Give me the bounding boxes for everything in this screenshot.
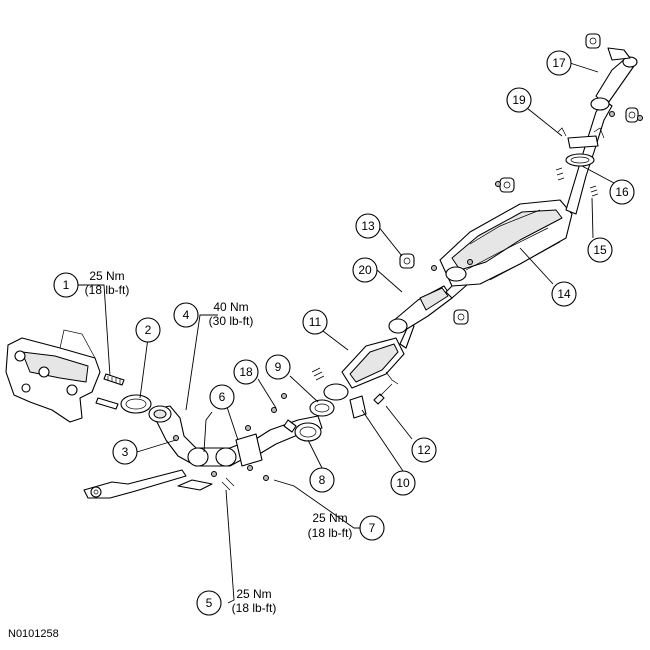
exhaust-manifold (5, 329, 101, 423)
callout-number: 10 (396, 476, 410, 490)
callout-number: 6 (219, 390, 226, 404)
callout-number: 3 (122, 445, 129, 459)
muffler (439, 199, 573, 287)
callout-number: 14 (557, 287, 571, 301)
callout-number: 15 (593, 243, 607, 257)
callout-number: 1 (63, 278, 70, 292)
callout-number: 8 (319, 473, 326, 487)
callout-2: 2 (135, 317, 161, 343)
fasteners (211, 111, 643, 491)
torque-spec-1: 25 Nm (18 lb-ft) (85, 269, 130, 297)
callout-number: 18 (239, 365, 253, 379)
figure-id: N0101258 (8, 628, 59, 640)
torque-lbft: (18 lb-ft) (85, 283, 130, 297)
callout-number: 12 (417, 443, 431, 457)
callout-15: 15 (587, 237, 613, 263)
catalytic-converter (323, 321, 415, 401)
torque-spec-7: 25 Nm (18 lb-ft) (308, 511, 353, 540)
callout-number: 7 (369, 521, 376, 535)
rubber-insulators (399, 33, 639, 325)
callout-17: 17 (546, 50, 572, 76)
retaining-springs (311, 167, 599, 419)
callout-3: 3 (112, 439, 138, 465)
callout-4: 4 (173, 302, 199, 328)
callout-number: 5 (206, 596, 213, 610)
callout-20: 20 (352, 257, 378, 283)
torque-nm: 25 Nm (236, 587, 271, 601)
torque-nm: 25 Nm (312, 511, 347, 525)
callout-number: 20 (358, 263, 372, 277)
flange-clamp (283, 419, 322, 442)
callout-18: 18 (233, 359, 259, 385)
front-pipe (148, 405, 257, 467)
manifold-studs (95, 373, 125, 410)
callout-number: 11 (309, 315, 322, 329)
torque-spec-5: 25 Nm (18 lb-ft) (232, 587, 277, 615)
callout-number: 16 (615, 185, 629, 199)
callout-number: 13 (361, 219, 375, 233)
callout-number: 19 (512, 93, 526, 107)
callout-number: 9 (275, 360, 282, 374)
resonator-pipe (388, 275, 469, 334)
converter-bolt (373, 383, 393, 405)
callout-14: 14 (551, 281, 577, 307)
torque-spec-4: 40 Nm (30 lb-ft) (209, 300, 254, 328)
callout-19: 19 (506, 87, 532, 113)
callout-6: 6 (209, 384, 235, 410)
torque-lbft: (18 lb-ft) (308, 526, 353, 540)
torque-lbft: (30 lb-ft) (209, 314, 254, 328)
tailpipe-clamp (557, 127, 605, 167)
pipe-support-bracket (83, 469, 213, 499)
callout-10: 10 (390, 470, 416, 496)
torque-nm: 25 Nm (89, 269, 124, 283)
callout-1: 1 (53, 272, 79, 298)
callout-9: 9 (265, 354, 291, 380)
torque-nm: 40 Nm (213, 300, 248, 314)
callout-5: 5 (196, 590, 222, 616)
manifold-gasket (120, 394, 152, 414)
callout-11: 11 (302, 309, 328, 335)
callout-8: 8 (309, 467, 335, 493)
callout-13: 13 (355, 213, 381, 239)
callout-number: 2 (145, 323, 152, 337)
leader-lines (78, 62, 615, 604)
callout-number: 4 (183, 308, 190, 322)
callout-7: 7 (359, 515, 385, 541)
converter-gasket (309, 399, 335, 417)
callout-16: 16 (609, 179, 635, 205)
callout-12: 12 (411, 437, 437, 463)
torque-lbft: (18 lb-ft) (232, 601, 277, 615)
callout-number: 17 (552, 56, 566, 70)
